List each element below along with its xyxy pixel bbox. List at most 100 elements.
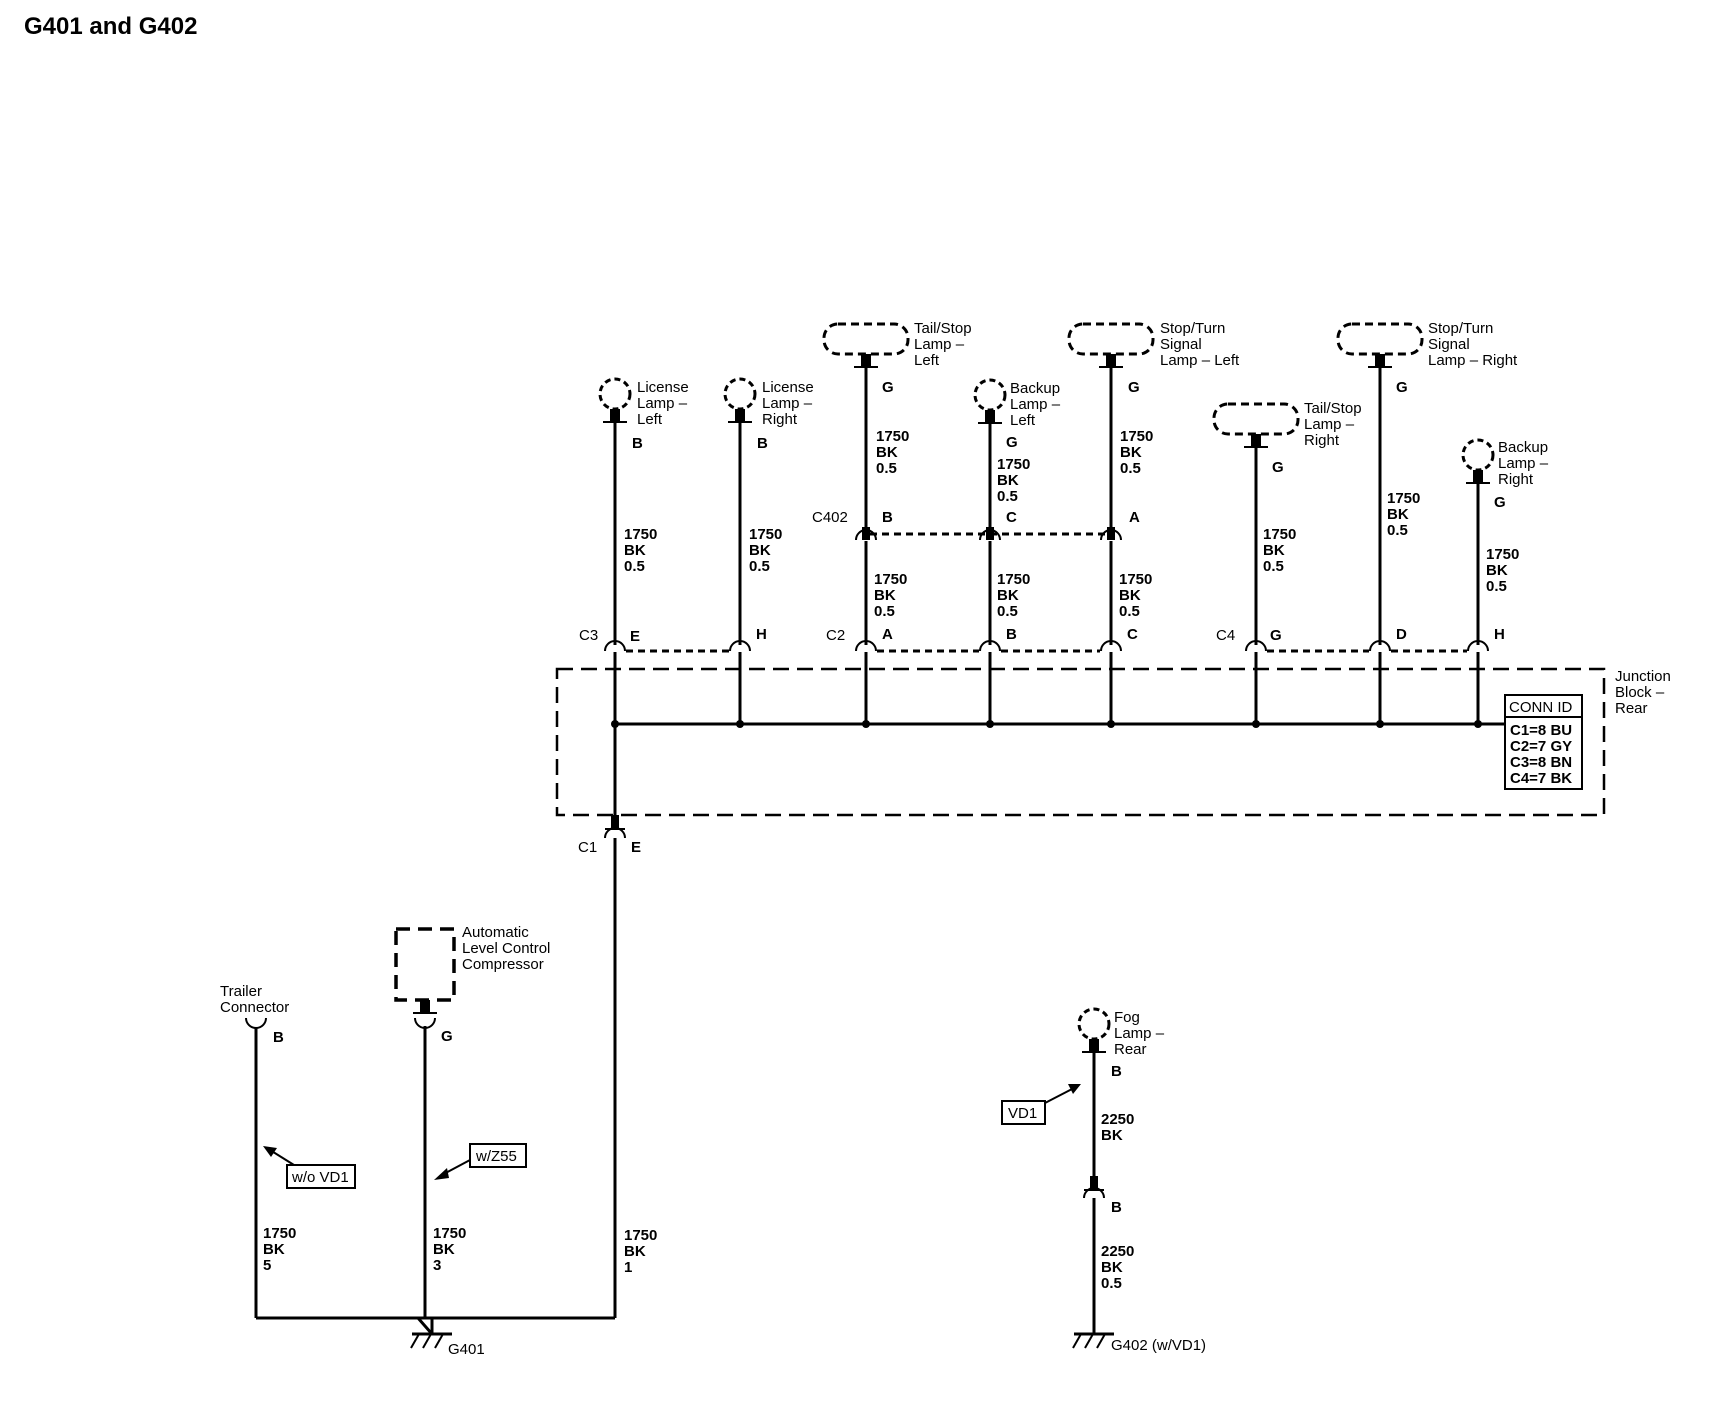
- svg-text:A: A: [1129, 509, 1140, 526]
- wire-label-alc-ground: 1750 BK 3: [433, 1225, 466, 1274]
- svg-text:Fog: Fog: [1114, 1009, 1140, 1026]
- svg-text:VD1: VD1: [1008, 1105, 1037, 1122]
- svg-text:BK: BK: [1486, 562, 1508, 579]
- junction-block-outline: [555, 667, 1606, 817]
- conn-id-table: CONN ID C1=8 BU C2=7 GY C3=8 BN C4=7 BK: [1504, 694, 1583, 790]
- svg-text:E: E: [631, 839, 641, 856]
- wire-label-stop-turn-left: 1750 BK 0.5: [1120, 428, 1153, 477]
- conn-id-header: CONN ID: [1509, 699, 1573, 716]
- svg-text:Left: Left: [914, 352, 940, 369]
- svg-text:1750: 1750: [1119, 571, 1152, 588]
- svg-text:C2: C2: [826, 627, 845, 644]
- svg-text:B: B: [882, 509, 893, 526]
- svg-text:C: C: [1006, 509, 1017, 526]
- svg-text:1750: 1750: [433, 1225, 466, 1242]
- svg-text:1750: 1750: [1120, 428, 1153, 445]
- svg-text:BK: BK: [997, 472, 1019, 489]
- tail-stop-lamp-left: Tail/Stop Lamp – Left G: [822, 320, 972, 396]
- svg-text:G: G: [1128, 379, 1140, 396]
- svg-text:1750: 1750: [997, 456, 1030, 473]
- license-lamp-right: License Lamp – Right B: [723, 377, 814, 452]
- conn-id-row: C3=8 BN: [1510, 754, 1572, 771]
- wire-label-backup-right: 1750 BK 0.5: [1486, 546, 1519, 595]
- svg-text:C402: C402: [812, 509, 848, 526]
- svg-text:2250: 2250: [1101, 1243, 1134, 1260]
- svg-text:1750: 1750: [624, 1227, 657, 1244]
- connector-c3: C3 E H: [579, 626, 767, 653]
- page-title: G401 and G402: [24, 13, 197, 40]
- junction-internal-wires: [613, 652, 1480, 724]
- wire-label-c402-mid: 1750 BK 0.5: [997, 571, 1030, 620]
- svg-text:Compressor: Compressor: [462, 956, 544, 973]
- svg-text:Lamp –: Lamp –: [1010, 396, 1061, 413]
- svg-text:1750: 1750: [1486, 546, 1519, 563]
- svg-text:Trailer: Trailer: [220, 983, 262, 1000]
- svg-text:G: G: [1494, 494, 1506, 511]
- svg-text:Tail/Stop: Tail/Stop: [914, 320, 972, 337]
- svg-text:1750: 1750: [263, 1225, 296, 1242]
- svg-text:Junction: Junction: [1615, 668, 1671, 685]
- svg-text:5: 5: [263, 1257, 271, 1274]
- wire-label-fog-upper: 2250 BK: [1101, 1111, 1134, 1144]
- junction-block-label: Junction Block – Rear: [1615, 668, 1671, 717]
- svg-text:0.5: 0.5: [749, 558, 770, 575]
- svg-text:Signal: Signal: [1160, 336, 1202, 353]
- tail-stop-lamp-right: Tail/Stop Lamp – Right G: [1212, 400, 1362, 476]
- svg-text:1750: 1750: [749, 526, 782, 543]
- svg-text:BK: BK: [433, 1241, 455, 1258]
- svg-text:Lamp –: Lamp –: [1114, 1025, 1165, 1042]
- svg-text:Lamp – Right: Lamp – Right: [1428, 352, 1518, 369]
- svg-text:G402 (w/VD1): G402 (w/VD1): [1111, 1337, 1206, 1354]
- fog-inline-connector: B: [1083, 1176, 1122, 1216]
- svg-text:BK: BK: [624, 1243, 646, 1260]
- svg-text:G401: G401: [448, 1341, 485, 1358]
- svg-text:Lamp – Left: Lamp – Left: [1160, 352, 1240, 369]
- wire-label-backup-left: 1750 BK 0.5: [997, 456, 1030, 505]
- svg-text:1750: 1750: [874, 571, 907, 588]
- g402-ground-symbol: G402 (w/VD1): [1072, 1332, 1206, 1354]
- svg-text:C3: C3: [579, 627, 598, 644]
- svg-text:BK: BK: [1387, 506, 1409, 523]
- svg-text:0.5: 0.5: [1263, 558, 1284, 575]
- svg-text:BK: BK: [1120, 444, 1142, 461]
- svg-text:0.5: 0.5: [876, 460, 897, 477]
- svg-text:Lamp –: Lamp –: [637, 395, 688, 412]
- svg-text:Stop/Turn: Stop/Turn: [1428, 320, 1493, 337]
- g401-drop-left: [416, 1317, 434, 1335]
- svg-text:Left: Left: [1010, 412, 1036, 429]
- svg-text:Right: Right: [1304, 432, 1340, 449]
- svg-text:0.5: 0.5: [1486, 578, 1507, 595]
- svg-text:Block –: Block –: [1615, 684, 1665, 701]
- svg-text:G: G: [882, 379, 894, 396]
- svg-text:G: G: [1270, 627, 1282, 644]
- svg-text:Right: Right: [762, 411, 798, 428]
- svg-text:BK: BK: [874, 587, 896, 604]
- fog-lamp-rear: Fog Lamp – Rear B: [1077, 1007, 1165, 1080]
- svg-text:Backup: Backup: [1010, 380, 1060, 397]
- svg-text:B: B: [632, 435, 643, 452]
- svg-text:1750: 1750: [1263, 526, 1296, 543]
- wire-label-fog-lower: 2250 BK 0.5: [1101, 1243, 1134, 1292]
- svg-text:w/Z55: w/Z55: [475, 1148, 517, 1165]
- option-wo-vd1: w/o VD1: [263, 1146, 356, 1189]
- wire-label-c402-right: 1750 BK 0.5: [1119, 571, 1152, 620]
- trailer-connector: Trailer Connector B: [220, 983, 289, 1046]
- svg-text:Lamp –: Lamp –: [1498, 455, 1549, 472]
- svg-text:0.5: 0.5: [997, 488, 1018, 505]
- svg-text:Stop/Turn: Stop/Turn: [1160, 320, 1225, 337]
- svg-text:Rear: Rear: [1114, 1041, 1147, 1058]
- svg-text:0.5: 0.5: [874, 603, 895, 620]
- wire-label-stop-turn-right: 1750 BK 0.5: [1387, 490, 1420, 539]
- svg-text:C: C: [1127, 626, 1138, 643]
- connector-c2: C2 A B C: [826, 626, 1138, 653]
- svg-text:2250: 2250: [1101, 1111, 1134, 1128]
- conn-id-row: C1=8 BU: [1510, 722, 1572, 739]
- svg-text:H: H: [756, 626, 767, 643]
- svg-text:Lamp –: Lamp –: [1304, 416, 1355, 433]
- svg-text:License: License: [637, 379, 689, 396]
- conn-id-row: C4=7 BK: [1510, 770, 1572, 787]
- svg-text:H: H: [1494, 626, 1505, 643]
- svg-text:Right: Right: [1498, 471, 1534, 488]
- connector-c402: C402 B C A: [812, 509, 1140, 541]
- svg-text:Level Control: Level Control: [462, 940, 550, 957]
